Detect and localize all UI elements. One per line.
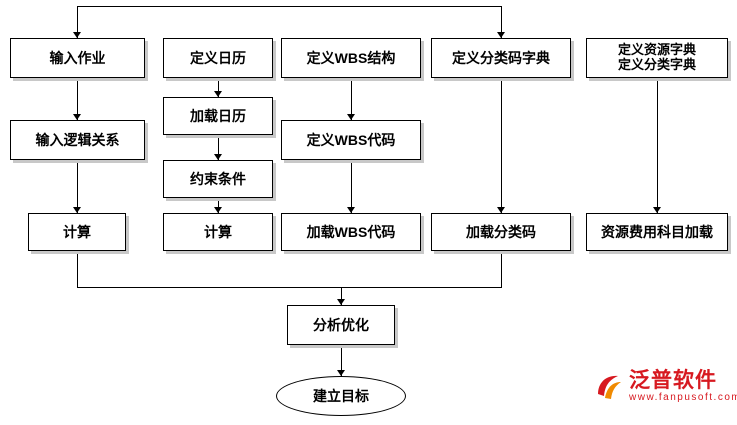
node-calc-mid[interactable]: 计算 — [163, 213, 273, 251]
connector-load-to-constraint — [218, 135, 219, 160]
node-load-class-code[interactable]: 加载分类码 — [431, 213, 571, 251]
arrow-task-to-logic — [73, 114, 81, 120]
node-define-wbs-code[interactable]: 定义WBS代码 — [281, 120, 421, 160]
arrow-wbs-to-wbscode — [347, 114, 355, 120]
connector-top-rail — [77, 6, 502, 7]
fanpu-software-watermark: 泛普软件 www.fanpusoft.com — [594, 370, 737, 404]
fanpu-logo-icon — [594, 372, 624, 402]
connector-codedict-to-loadclass — [501, 78, 502, 213]
arrow-analyze-to-goal — [337, 370, 345, 376]
connector-analyze-to-goal — [341, 345, 342, 376]
node-establish-goal[interactable]: 建立目标 — [276, 376, 406, 416]
fanpu-logo-text-cn: 泛普软件 — [629, 369, 717, 392]
connector-task-to-logic — [77, 78, 78, 120]
node-define-res-dict[interactable]: 定义资源字典 定义分类字典 — [586, 38, 728, 78]
connector-calc-down — [77, 251, 78, 287]
node-load-wbs-code[interactable]: 加载WBS代码 — [281, 213, 421, 251]
connector-resdict-to-rescost — [657, 78, 658, 213]
arrow-codedict-to-loadclass — [497, 207, 505, 213]
fanpu-logo-text-en: www.fanpusoft.com — [629, 392, 737, 403]
arrow-wbscode-to-loadwbs — [347, 207, 355, 213]
node-calc-left[interactable]: 计算 — [28, 213, 126, 251]
node-define-calendar[interactable]: 定义日历 — [163, 38, 273, 78]
connector-top-rail-left-drop — [77, 6, 78, 38]
connector-wbs-to-wbscode — [351, 78, 352, 120]
node-analyze-optimize[interactable]: 分析优化 — [287, 305, 395, 345]
connector-constraint-to-calcmid — [218, 198, 219, 213]
arrow-constraint-to-calcmid — [214, 207, 222, 213]
node-define-code-dict[interactable]: 定义分类码字典 — [431, 38, 571, 78]
node-constraint[interactable]: 约束条件 — [163, 160, 273, 198]
node-res-cost-load[interactable]: 资源费用科目加载 — [586, 213, 728, 251]
arrow-top-to-input-task — [73, 32, 81, 38]
connector-logic-to-calc — [77, 160, 78, 213]
arrow-rail-to-analyze — [337, 299, 345, 305]
arrow-resdict-to-rescost — [653, 207, 661, 213]
node-input-task[interactable]: 输入作业 — [10, 38, 145, 78]
node-load-calendar[interactable]: 加载日历 — [163, 97, 273, 135]
arrow-top-to-define-code-dict — [497, 32, 505, 38]
arrow-calendar-to-load — [214, 91, 222, 97]
connector-wbscode-to-loadwbs — [351, 160, 352, 213]
node-input-logic[interactable]: 输入逻辑关系 — [10, 120, 145, 160]
connector-loadclass-up — [501, 251, 502, 287]
connector-top-rail-right-drop — [501, 6, 502, 38]
arrow-logic-to-calc — [73, 207, 81, 213]
connector-rail-to-analyze — [341, 287, 342, 305]
arrow-load-to-constraint — [214, 154, 222, 160]
node-define-wbs[interactable]: 定义WBS结构 — [281, 38, 421, 78]
connector-bottom-rail — [77, 287, 502, 288]
connector-calendar-to-load — [218, 78, 219, 97]
